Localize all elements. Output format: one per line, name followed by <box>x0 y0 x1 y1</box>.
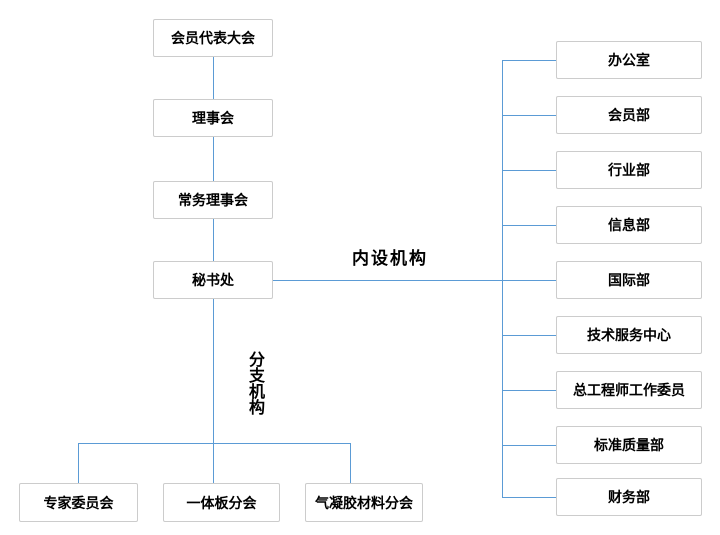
connector-dept-chief-engineer <box>502 390 556 391</box>
dept-box-information: 信息部 <box>556 206 702 244</box>
dept-box-international: 国际部 <box>556 261 702 299</box>
connector-standing-secretariat <box>213 219 214 261</box>
dept-box-chief-engineer-committee: 总工程师工作委员 <box>556 371 702 409</box>
connector-dept-information <box>502 225 556 226</box>
org-box-secretariat: 秘书处 <box>153 261 273 299</box>
connector-secretariat-branches <box>213 299 214 483</box>
connector-dept-office <box>502 60 556 61</box>
branches-distribution-line <box>78 443 350 444</box>
dept-box-office: 办公室 <box>556 41 702 79</box>
connector-dept-finance <box>502 497 556 498</box>
departments-spine <box>502 60 503 497</box>
dept-box-tech-service-center: 技术服务中心 <box>556 316 702 354</box>
connector-dept-tech-service <box>502 335 556 336</box>
label-internal-departments: 内设机构 <box>352 249 428 268</box>
dept-box-standards-quality: 标准质量部 <box>556 426 702 464</box>
connector-branch-expert <box>78 443 79 483</box>
org-box-member-congress: 会员代表大会 <box>153 19 273 57</box>
connector-branch-aerogel <box>350 443 351 483</box>
branch-box-aerogel-materials: 气凝胶材料分会 <box>305 483 423 522</box>
org-box-council: 理事会 <box>153 99 273 137</box>
branch-box-expert-committee: 专家委员会 <box>19 483 138 522</box>
connector-congress-council <box>213 57 214 99</box>
branch-box-integrated-panel: 一体板分会 <box>163 483 280 522</box>
org-box-standing-council: 常务理事会 <box>153 181 273 219</box>
dept-box-finance: 财务部 <box>556 478 702 516</box>
connector-dept-membership <box>502 115 556 116</box>
connector-dept-standards <box>502 445 556 446</box>
connector-council-standing <box>213 137 214 181</box>
connector-dept-industry <box>502 170 556 171</box>
label-branch-organizations: 分支机构 <box>246 351 263 415</box>
dept-box-membership: 会员部 <box>556 96 702 134</box>
dept-box-industry: 行业部 <box>556 151 702 189</box>
connector-secretariat-departments <box>273 280 556 281</box>
